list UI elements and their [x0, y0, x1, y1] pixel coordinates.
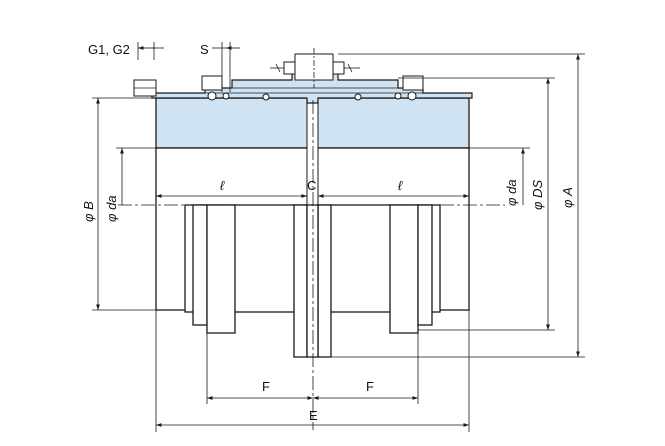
label-e: E — [309, 408, 318, 423]
label-g1-g2: G1, G2 — [88, 42, 130, 57]
flange-bolt — [270, 48, 360, 88]
label-phi-da-left: φ da — [104, 195, 119, 222]
label-f-left: F — [262, 379, 270, 394]
label-phi-ds: φ DS — [530, 180, 545, 210]
label-l-right: ℓ — [398, 178, 403, 193]
label-c: C — [307, 178, 316, 193]
seal-rings — [201, 75, 424, 101]
label-l-left: ℓ — [220, 178, 225, 193]
label-phi-da-right: φ da — [504, 179, 519, 206]
label-phi-a: φ A — [560, 187, 575, 208]
label-f-right: F — [366, 379, 374, 394]
label-phi-b: φ B — [81, 201, 96, 222]
label-s: S — [200, 42, 209, 57]
